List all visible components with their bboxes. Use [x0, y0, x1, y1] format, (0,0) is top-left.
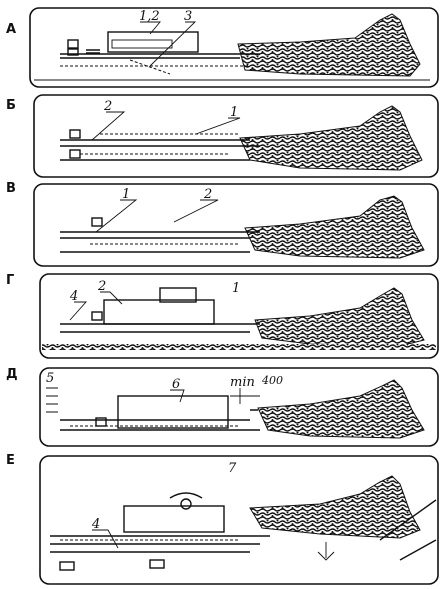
panel-d: Д 5 6 min 400	[6, 367, 439, 447]
label-1: 1	[230, 105, 238, 120]
label-5: 5	[46, 371, 54, 386]
leader-line	[95, 199, 138, 233]
leader-line	[92, 529, 119, 549]
anchor-mark	[317, 542, 335, 561]
panel-a-letter: А	[6, 22, 16, 37]
label-2: 2	[97, 279, 106, 294]
leader-line	[173, 199, 219, 223]
leader-line	[91, 111, 126, 141]
level-mark	[230, 388, 260, 404]
label-2: 2	[203, 187, 212, 202]
platforms	[60, 323, 260, 333]
dome-top	[180, 498, 192, 510]
building	[107, 31, 199, 53]
label-min: min	[230, 375, 255, 390]
panel-a: А 1,2 3	[6, 7, 439, 88]
leader-line	[149, 21, 197, 67]
panel-d-frame	[39, 367, 439, 447]
vehicle-icon	[95, 417, 107, 427]
label-7: 7	[228, 461, 237, 476]
leader-line	[170, 389, 185, 403]
vehicle-icon	[67, 39, 79, 49]
rock-mass	[257, 379, 425, 439]
track	[86, 49, 100, 54]
platforms	[60, 231, 260, 253]
label-1: 1	[122, 187, 130, 202]
platforms	[50, 535, 270, 553]
underground-track	[80, 133, 240, 155]
panel-b: Б 2 1	[6, 94, 439, 178]
roof-structure	[159, 287, 197, 303]
panel-g-frame	[39, 273, 439, 359]
parking-bays	[46, 387, 58, 413]
label-1-2: 1,2	[139, 9, 160, 24]
underground-track	[60, 59, 250, 75]
panel-a-frame	[29, 7, 439, 88]
vehicle-icon	[67, 48, 79, 56]
dome	[169, 492, 203, 499]
panel-e-frame	[39, 455, 439, 585]
label-1: 1	[232, 281, 240, 296]
label-3: 3	[184, 9, 192, 24]
leader-line	[100, 291, 123, 305]
vehicle-icon	[69, 149, 81, 159]
label-4: 4	[91, 517, 100, 532]
label-400: 400	[261, 374, 283, 387]
ground-rock	[42, 344, 436, 350]
leader-line	[140, 21, 161, 35]
platforms	[60, 139, 260, 161]
panel-e: Е 7 4	[6, 453, 439, 585]
panel-g-letter: Г	[6, 273, 14, 288]
building	[123, 505, 225, 533]
ramp-lines	[379, 499, 437, 561]
label-6: 6	[172, 377, 180, 392]
rock-mass	[249, 475, 421, 539]
panel-d-letter: Д	[6, 367, 18, 382]
platform	[60, 53, 260, 59]
building	[103, 299, 215, 325]
panel-e-letter: Е	[6, 453, 15, 468]
platforms	[60, 409, 260, 431]
panel-b-letter: Б	[6, 98, 16, 113]
vehicle-icon	[69, 129, 81, 139]
vehicle-icon	[91, 217, 103, 227]
rock-mass	[239, 105, 423, 171]
panel-b-frame	[33, 94, 439, 178]
vehicle-icon	[149, 559, 165, 569]
vehicle-icon	[59, 561, 75, 571]
panel-v: В 1 2	[6, 181, 439, 267]
panel-v-letter: В	[6, 181, 16, 196]
vehicle-icon	[91, 311, 103, 321]
leader-line	[195, 117, 241, 135]
rock-mass	[237, 13, 421, 77]
panel-v-frame	[33, 183, 439, 267]
panel-g: Г 2 1 4	[6, 273, 439, 359]
label-4: 4	[69, 289, 78, 304]
rock-mass	[254, 287, 425, 347]
building	[117, 395, 229, 429]
rock-mass	[244, 195, 425, 259]
label-2: 2	[103, 99, 112, 114]
leader-line	[69, 301, 88, 321]
building-floor	[111, 39, 173, 49]
